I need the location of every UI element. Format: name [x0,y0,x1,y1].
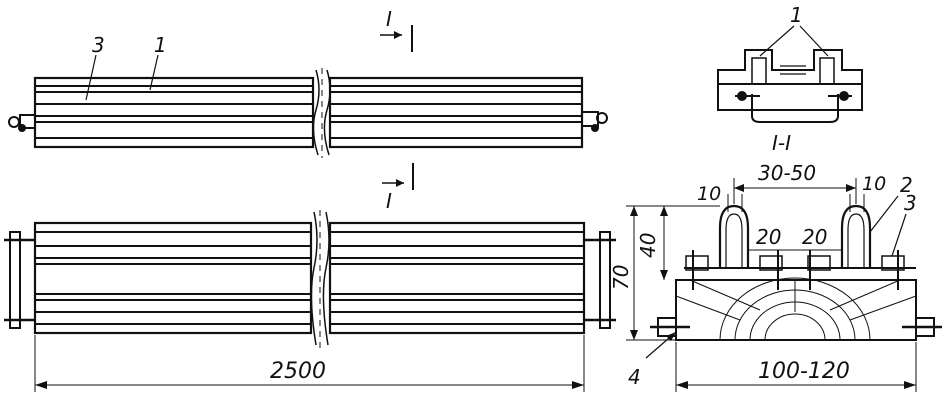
end-bracket-left [9,231,21,329]
height-40-dimension: 40 [636,205,720,280]
section-large [650,204,942,341]
wall-dimensions: 10 10 [697,173,886,212]
svg-text:100-120: 100-120 [758,359,850,384]
end-bracket-right [599,231,611,329]
section-mark-upper: I [380,7,413,52]
callout-fixing-bar-section: 3 [904,191,917,215]
length-dimension: 2500 [34,335,585,392]
svg-text:I: I [386,7,392,31]
section-small [717,49,863,123]
callout-clamp: 4 [628,365,641,389]
wall-right-label: 10 [862,173,886,195]
section-title: I-I [772,131,791,155]
width-dimension: 100-120 [675,342,917,392]
callout-strip-top: 1 [154,33,167,57]
svg-text:2500: 2500 [270,359,326,384]
svg-text:70: 70 [609,265,633,290]
height-70-dimension: 70 [609,205,676,341]
callout-strip-section: 1 [790,3,803,27]
wall-left-label: 10 [697,183,721,205]
svg-text:I: I [386,189,392,213]
end-lug-left [19,114,35,129]
inner-right-label: 20 [802,225,827,249]
section-mark-lower: I [382,163,414,213]
inner-dimensions: 20 20 [748,225,842,251]
top-elevation-view [8,68,608,158]
svg-text:30-50: 30-50 [758,161,816,185]
gap-dimension: 30-50 [733,161,857,204]
end-lug-right [582,111,599,127]
inner-left-label: 20 [756,225,781,249]
callout-fixing-bar: 3 [92,33,105,57]
svg-text:40: 40 [636,233,660,258]
callout-sealing-channel: 2 [900,173,913,197]
plan-view [4,210,616,348]
